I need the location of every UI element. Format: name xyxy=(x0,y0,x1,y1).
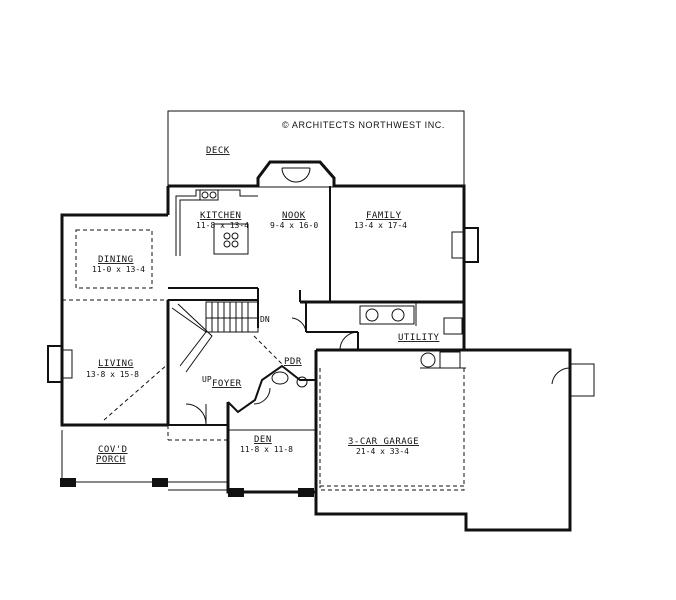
nook-label: NOOK xyxy=(282,211,306,221)
stairs xyxy=(171,301,283,373)
porch-label-2: PORCH xyxy=(96,455,126,465)
interior-walls xyxy=(168,186,417,431)
stairs-down-label: DN xyxy=(260,315,270,324)
living-size: 13-8 x 15-8 xyxy=(86,370,139,379)
kitchen-label: KITCHEN xyxy=(200,211,241,221)
porch-label-1: COV'D xyxy=(98,445,128,455)
porch xyxy=(60,430,314,497)
den-label: DEN xyxy=(254,435,272,445)
nook-size: 9-4 x 16-0 xyxy=(270,221,318,230)
stairs-up-label: UP xyxy=(202,375,212,384)
family-fireplace xyxy=(451,227,479,263)
kitchen-size: 11-8 x 13-4 xyxy=(196,221,249,230)
family-size: 13-4 x 17-4 xyxy=(354,221,407,230)
den-size: 11-8 x 11-8 xyxy=(240,445,293,454)
garage-size: 21-4 x 33-4 xyxy=(356,447,409,456)
family-label: FAMILY xyxy=(366,211,402,221)
exterior-walls xyxy=(60,160,572,532)
garage-fixtures xyxy=(319,351,466,491)
door-swings xyxy=(185,317,307,425)
garage-side-door xyxy=(551,363,595,397)
living-diagonal xyxy=(103,363,228,441)
utility-label: UTILITY xyxy=(398,333,440,343)
utility-fixtures xyxy=(339,305,463,351)
garage-label: 3-CAR GARAGE xyxy=(348,437,419,447)
dining-inner xyxy=(62,214,168,301)
powder-room-fixtures xyxy=(271,371,308,388)
living-fireplace xyxy=(47,345,73,383)
pdr-label: PDR xyxy=(284,357,302,367)
dining-label: DINING xyxy=(98,255,134,265)
copyright-text: © ARCHITECTS NORTHWEST INC. xyxy=(282,120,445,130)
foyer-label: FOYER xyxy=(212,379,242,389)
nook-bay-door xyxy=(281,167,311,183)
living-label: LIVING xyxy=(98,359,134,369)
copyright-mark: © ARCHITECTS NORTHWEST INC. xyxy=(282,120,445,130)
dining-size: 11-0 x 13-4 xyxy=(92,265,145,274)
kitchen-counters xyxy=(175,189,258,256)
deck-area xyxy=(167,110,465,188)
deck-label: DECK xyxy=(206,146,230,156)
